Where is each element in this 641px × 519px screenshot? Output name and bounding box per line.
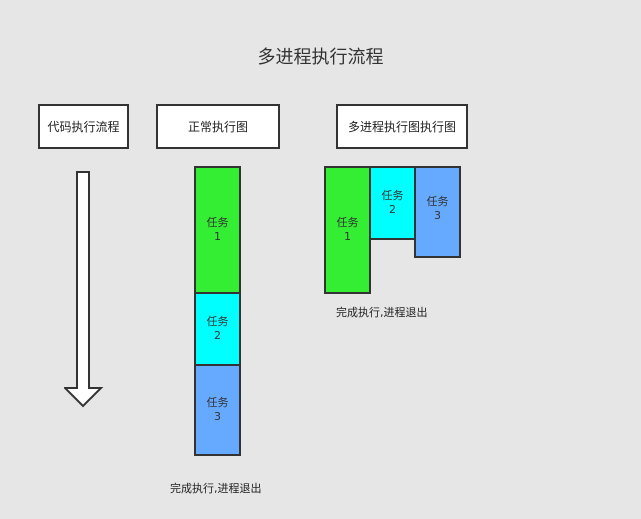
multi-exec-text: 多进程执行图执行图	[347, 120, 456, 134]
normal-task-1-number: 1	[214, 230, 221, 243]
arrow-down-icon	[64, 171, 104, 408]
multi-task-3-number: 3	[434, 209, 441, 222]
diagram-title: 多进程执行流程	[257, 47, 384, 68]
normal-task-3: 任务 3	[194, 364, 241, 456]
normal-task-3-number: 3	[214, 410, 221, 423]
multi-task-1-number: 1	[344, 230, 351, 243]
multi-task-2-number: 2	[389, 203, 396, 216]
normal-task-2-number: 2	[214, 329, 221, 342]
normal-task-1: 任务 1	[194, 166, 241, 294]
normal-task-3-label: 任务	[206, 396, 229, 409]
normal-task-1-label: 任务	[206, 216, 229, 229]
normal-exec-label: 正常执行图	[156, 104, 280, 149]
multi-task-2-label: 任务	[381, 189, 404, 202]
normal-task-2-label: 任务	[206, 315, 229, 328]
multi-task-3: 任务 3	[414, 166, 461, 258]
normal-task-2: 任务 2	[194, 292, 241, 366]
normal-caption: 完成执行,进程退出	[170, 482, 262, 495]
multi-task-3-label: 任务	[426, 195, 449, 208]
multi-task-2: 任务 2	[369, 166, 416, 240]
multi-task-1: 任务 1	[324, 166, 371, 294]
normal-exec-text: 正常执行图	[187, 120, 248, 134]
multi-task-1-label: 任务	[336, 216, 359, 229]
code-flow-label: 代码执行流程	[38, 104, 129, 149]
multi-caption: 完成执行,进程退出	[336, 306, 428, 319]
multi-exec-label: 多进程执行图执行图	[336, 104, 468, 149]
code-flow-text: 代码执行流程	[47, 120, 120, 134]
